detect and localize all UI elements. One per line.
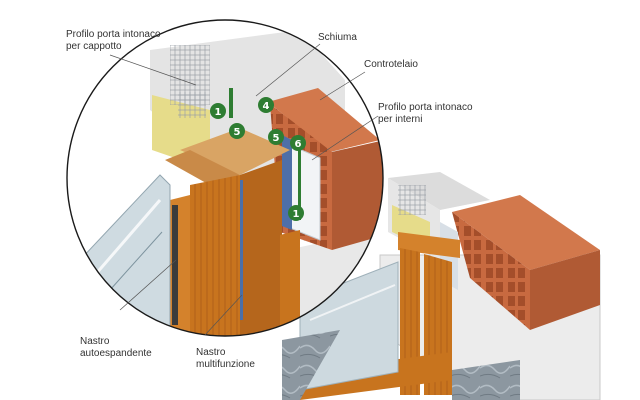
svg-text:5: 5 — [273, 133, 280, 144]
svg-text:1: 1 — [293, 209, 300, 220]
label-nastro-multi-line1: Nastro — [196, 347, 226, 358]
label-controtelaio: Controtelaio — [364, 59, 418, 70]
label-nastro-auto-line1: Nastro — [80, 336, 110, 347]
profile-green-strip — [298, 150, 301, 220]
marble-sill — [282, 330, 340, 400]
label-profilo-interni-line2: per interni — [378, 114, 423, 125]
svg-text:1: 1 — [215, 107, 222, 118]
label-nastro-autoespandente: Nastro autoespandente — [80, 336, 152, 360]
svg-text:4: 4 — [263, 101, 270, 112]
brick-side — [332, 140, 383, 250]
svg-text:6: 6 — [295, 139, 302, 150]
brick-top — [268, 88, 380, 152]
label-profilo-cappotto: Profilo porta intonaco per cappotto — [66, 29, 161, 53]
badge-1-top: 1 — [210, 103, 226, 119]
foam-strip — [282, 135, 292, 230]
wood-top — [180, 128, 290, 175]
profile-cappotto-green — [229, 88, 233, 118]
svg-text:5: 5 — [234, 127, 241, 138]
label-schiuma: Schiuma — [318, 32, 357, 43]
label-profilo-interni: Profilo porta intonaco per interni — [378, 102, 473, 126]
wood-frame-right — [280, 230, 300, 335]
wood-top-2 — [165, 150, 240, 188]
magnifier-circle — [66, 19, 384, 337]
wood-frame-inner — [240, 160, 282, 336]
badge-5-left: 5 — [229, 123, 245, 139]
mesh-small — [398, 185, 426, 215]
wall-top — [388, 172, 490, 210]
label-profilo-cappotto-line2: per cappotto — [66, 41, 122, 52]
badge-1-bottom: 1 — [288, 205, 304, 221]
badge-6: 6 — [290, 135, 306, 151]
overview-section — [282, 172, 601, 400]
brick-block-side — [530, 250, 600, 330]
label-profilo-interni-line1: Profilo porta intonaco — [378, 102, 473, 113]
label-nastro-multi-line2: multifunzione — [196, 359, 255, 370]
label-profilo-cappotto-line1: Profilo porta intonaco — [66, 29, 161, 40]
label-nastro-multifunzione: Nastro multifunzione — [196, 347, 255, 371]
badge-4: 4 — [258, 97, 274, 113]
leader-lines — [109, 43, 379, 336]
brick-block-front — [452, 212, 530, 330]
brick-block-top — [452, 195, 600, 270]
marble-sill-2 — [452, 360, 520, 400]
seal-multi — [240, 180, 243, 320]
label-nastro-auto-line2: autoespandente — [80, 348, 152, 359]
badge-5-right: 5 — [268, 129, 284, 145]
profile-interni — [289, 144, 321, 241]
mesh-cappotto-2 — [178, 92, 206, 118]
wood-frame-outer — [190, 175, 240, 336]
seal-auto — [172, 205, 178, 325]
